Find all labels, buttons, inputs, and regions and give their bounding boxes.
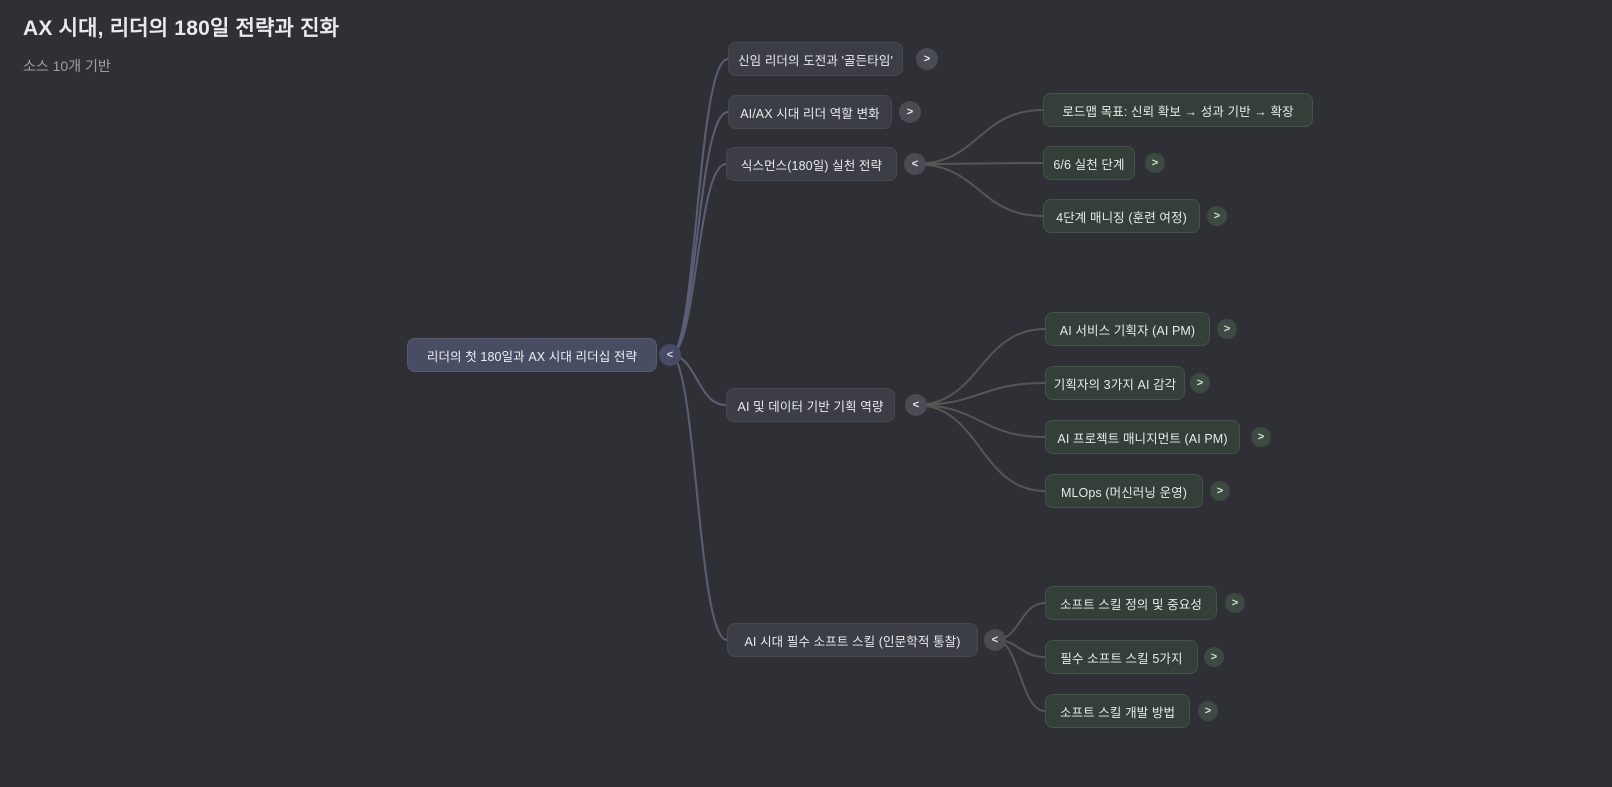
edge (669, 58, 729, 356)
mindmap-node-roadmap-goal[interactable]: 로드맵 목표: 신뢰 확보 → 성과 기반 → 확장 (1043, 93, 1313, 127)
collapse-toggle-root[interactable]: < (659, 344, 681, 366)
expand-toggle-ai-project-management[interactable]: > (1251, 427, 1271, 447)
map-header: AX 시대, 리더의 180일 전략과 진화 소스 10개 기반 (23, 12, 339, 76)
edge (915, 382, 1046, 406)
edge (669, 111, 729, 356)
edge (994, 639, 1046, 712)
expand-toggle-branch-1[interactable]: > (916, 48, 938, 70)
edge (915, 328, 1046, 406)
collapse-toggle-branch-4[interactable]: < (905, 394, 927, 416)
expand-toggle-softskill-importance[interactable]: > (1225, 593, 1245, 613)
edge (915, 404, 1046, 438)
mindmap-node-mlops[interactable]: MLOps (머신러닝 운영) (1045, 474, 1203, 508)
expand-toggle-practice-steps[interactable]: > (1145, 153, 1165, 173)
expand-toggle-mlops[interactable]: > (1210, 481, 1230, 501)
mindmap-node-ai-service-planner[interactable]: AI 서비스 기획자 (AI PM) (1045, 312, 1210, 346)
mindmap-node-branch-4[interactable]: AI 및 데이터 기반 기획 역량 (726, 388, 895, 422)
mindmap-node-softskill-development[interactable]: 소프트 스킬 개발 방법 (1045, 694, 1190, 728)
mindmap-node-branch-2[interactable]: AI/AX 시대 리더 역할 변화 (728, 95, 892, 129)
edge (914, 163, 1044, 217)
expand-toggle-ai-senses[interactable]: > (1190, 373, 1210, 393)
collapse-toggle-branch-5[interactable]: < (984, 629, 1006, 651)
source-count-label: 소스 10개 기반 (23, 58, 111, 74)
page-title: AX 시대, 리더의 180일 전략과 진화 (23, 17, 340, 40)
mindmap-node-ai-project-management[interactable]: AI 프로젝트 매니지먼트 (AI PM) (1045, 420, 1240, 454)
collapse-toggle-branch-3[interactable]: < (904, 153, 926, 175)
mindmap-node-branch-1[interactable]: 신임 리더의 도전과 '골든타임' (728, 42, 903, 76)
edge (669, 163, 727, 356)
mindmap-node-managing-stages[interactable]: 4단계 매니징 (훈련 여정) (1043, 199, 1200, 233)
expand-toggle-softskill-five[interactable]: > (1204, 647, 1224, 667)
mindmap-node-practice-steps[interactable]: 6/6 실천 단계 (1043, 146, 1135, 180)
edge (915, 404, 1046, 492)
mindmap-node-branch-3[interactable]: 식스먼스(180일) 실천 전략 (726, 147, 897, 181)
mindmap-node-ai-senses[interactable]: 기획자의 3가지 AI 감각 (1045, 366, 1185, 400)
mindmap-node-softskill-importance[interactable]: 소프트 스킬 정의 및 중요성 (1045, 586, 1217, 620)
expand-toggle-ai-service-planner[interactable]: > (1217, 319, 1237, 339)
expand-toggle-softskill-development[interactable]: > (1198, 701, 1218, 721)
edge (914, 162, 1044, 165)
expand-toggle-managing-stages[interactable]: > (1207, 206, 1227, 226)
expand-toggle-branch-2[interactable]: > (899, 101, 921, 123)
mindmap-node-branch-5[interactable]: AI 시대 필수 소프트 스킬 (인문학적 통찰) (727, 623, 978, 657)
mindmap-node-softskill-five[interactable]: 필수 소프트 스킬 5가지 (1045, 640, 1198, 674)
edge (669, 354, 728, 641)
edge (914, 109, 1044, 165)
mindmap-root-node[interactable]: 리더의 첫 180일과 AX 시대 리더십 전략 (407, 338, 657, 372)
edge (669, 354, 727, 406)
